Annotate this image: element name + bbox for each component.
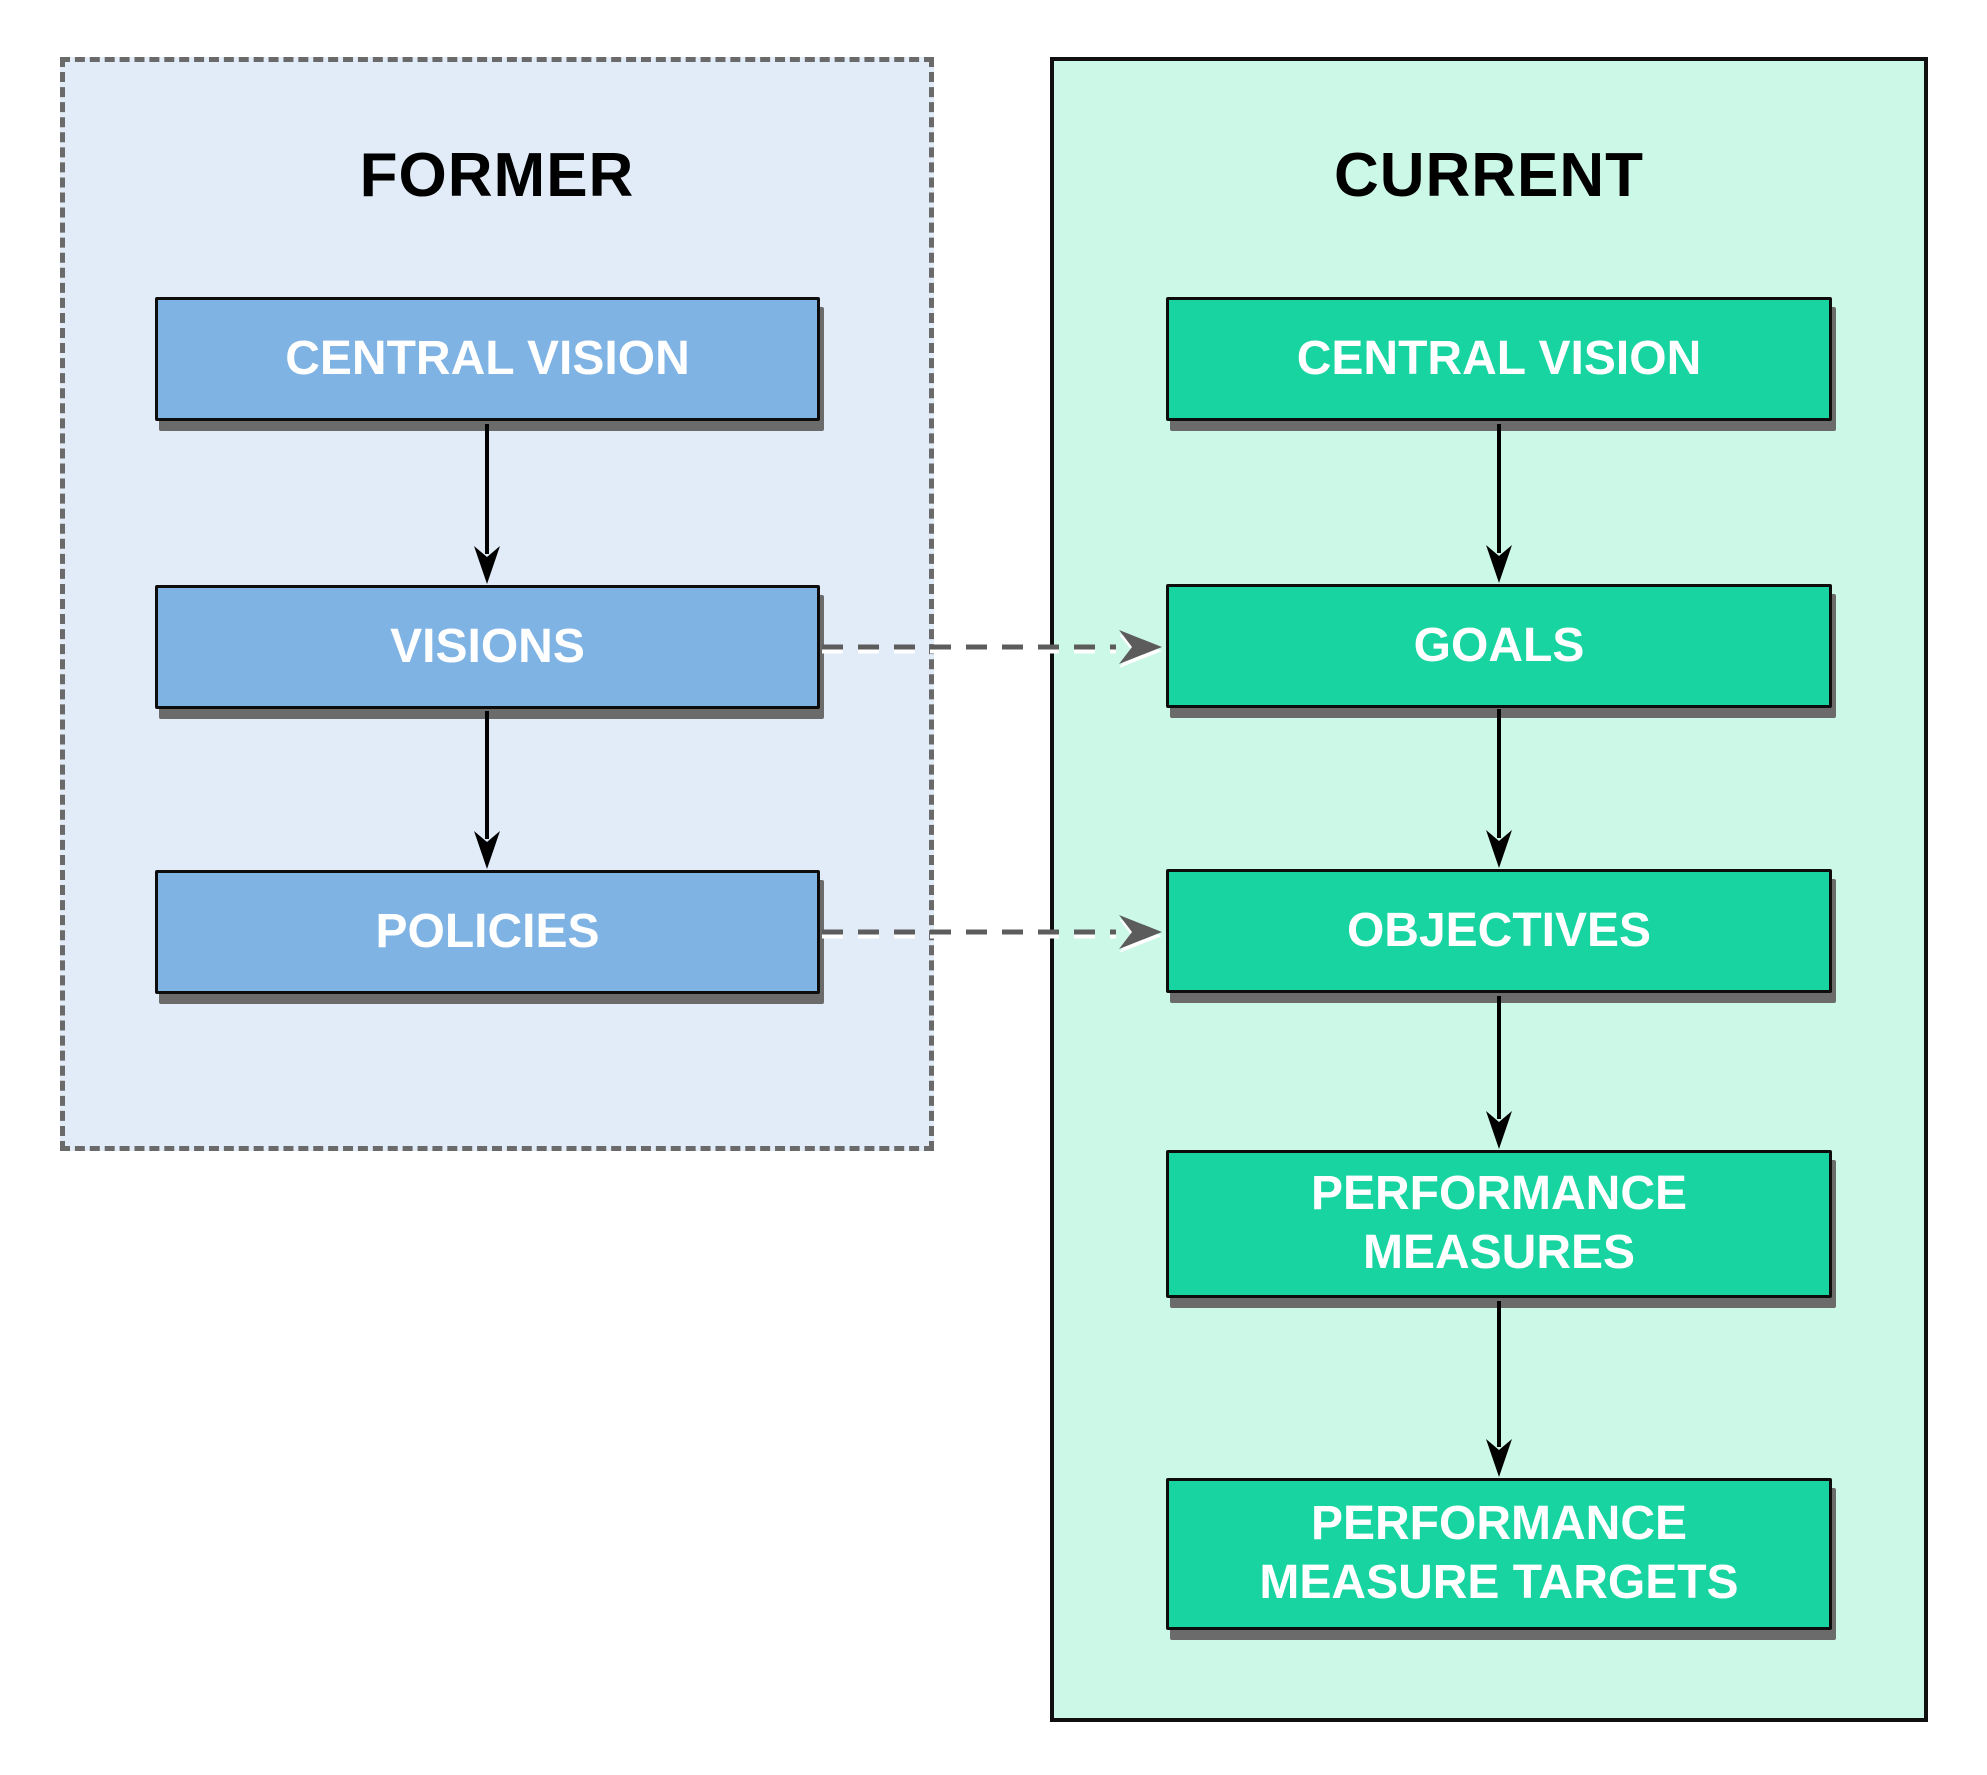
former-panel-title: FORMER	[359, 141, 635, 210]
dashed-arrow-icon-policies-to-objectives	[822, 915, 1162, 949]
down-arrow-icon-current-goals-to-objectives	[1486, 709, 1512, 868]
dashed-arrow-icon-visions-to-goals	[822, 630, 1162, 664]
down-arrow-icon-current-measures-to-targets	[1486, 1301, 1512, 1477]
down-arrow-icon-current-central-vision-to-goals	[1486, 424, 1512, 583]
current-box-objectives: OBJECTIVES	[1166, 869, 1832, 993]
current-box-performance-measures: PERFORMANCE MEASURES	[1166, 1150, 1832, 1298]
down-arrow-icon-current-objectives-to-performance-measures	[1486, 996, 1512, 1149]
former-box-policies: POLICIES	[155, 870, 820, 994]
former-box-visions: VISIONS	[155, 585, 820, 709]
current-box-goals: GOALS	[1166, 584, 1832, 708]
current-panel-title: CURRENT	[1333, 141, 1645, 210]
current-box-performance-measure-targets: PERFORMANCE MEASURE TARGETS	[1166, 1478, 1832, 1630]
current-box-central-vision: CENTRAL VISION	[1166, 297, 1832, 421]
former-box-central-vision: CENTRAL VISION	[155, 297, 820, 421]
down-arrow-icon-former-visions-to-policies	[474, 711, 500, 869]
down-arrow-icon-former-central-vision-to-visions	[474, 424, 500, 584]
